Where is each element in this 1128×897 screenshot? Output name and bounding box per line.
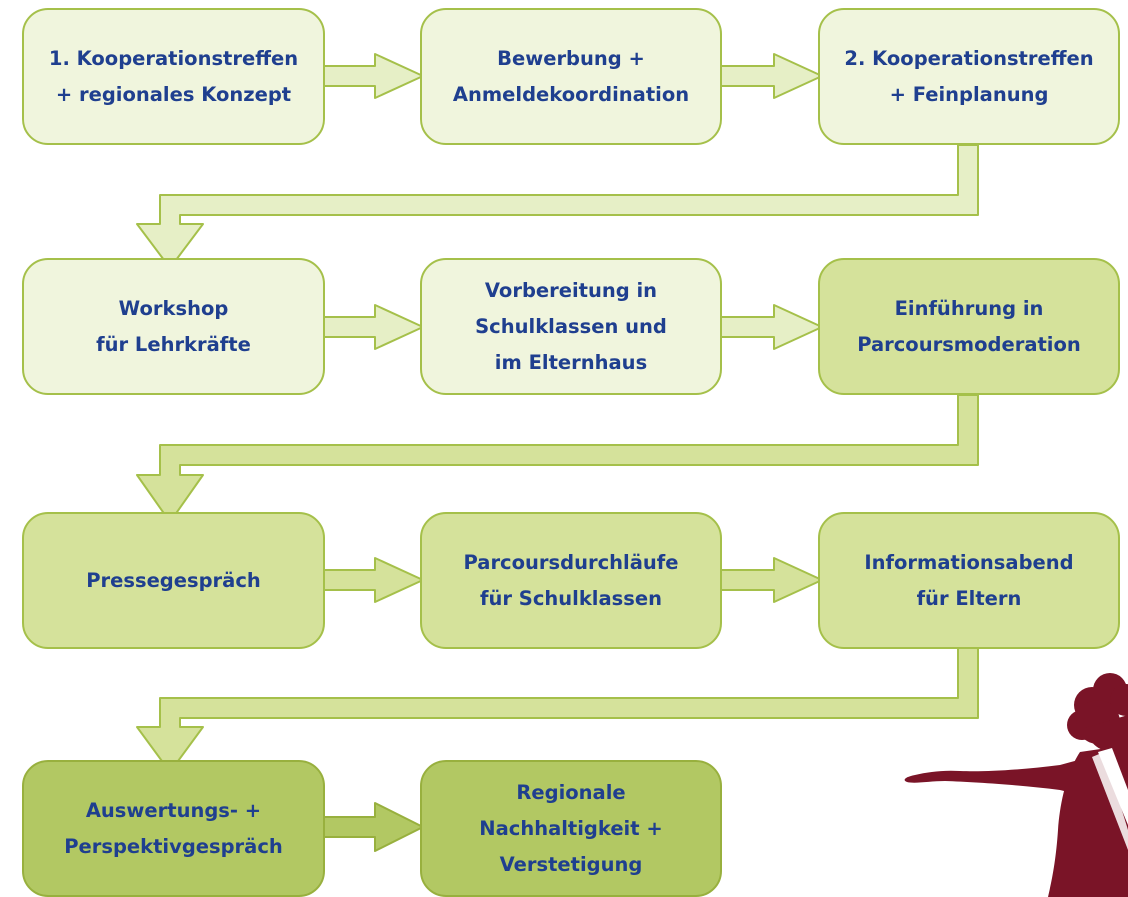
connector-down-left-arrow	[136, 394, 979, 523]
step-parcoursdurchlaeufe: Parcoursdurchläufe für Schulklassen	[420, 512, 722, 649]
arrow-right	[322, 557, 424, 603]
step-label: Auswertungs- + Perspektivgespräch	[64, 798, 283, 858]
step-label: 1. Kooperationstreffen + regionales Konz…	[48, 46, 299, 106]
arrow-right	[719, 53, 823, 99]
step-label: Regionale Nachhaltigkeit + Verstetigung	[479, 780, 663, 876]
step-vorbereitung: Vorbereitung in Schulklassen und im Elte…	[420, 258, 722, 395]
arrow-right	[719, 557, 823, 603]
step-kooperationstreffen-1: 1. Kooperationstreffen + regionales Konz…	[22, 8, 325, 145]
step-nachhaltigkeit: Regionale Nachhaltigkeit + Verstetigung	[420, 760, 722, 897]
arrow-right	[322, 304, 424, 350]
step-label: Einführung in Parcoursmoderation	[857, 296, 1081, 356]
step-kooperationstreffen-2: 2. Kooperationstreffen + Feinplanung	[818, 8, 1120, 145]
step-workshop: Workshop für Lehrkräfte	[22, 258, 325, 395]
step-label: Pressegespräch	[86, 568, 261, 592]
step-auswertung: Auswertungs- + Perspektivgespräch	[22, 760, 325, 897]
arrow-right	[719, 304, 823, 350]
step-label: Vorbereitung in Schulklassen und im Elte…	[475, 278, 667, 374]
step-label: Workshop für Lehrkräfte	[96, 296, 251, 356]
arrow-right	[322, 802, 424, 852]
step-label: Parcoursdurchläufe für Schulklassen	[463, 550, 679, 610]
connector-down-left-arrow	[136, 144, 979, 269]
step-label: Bewerbung + Anmeldekoordination	[452, 46, 690, 106]
connector-down-left-arrow	[136, 646, 979, 773]
step-einfuehrung: Einführung in Parcoursmoderation	[818, 258, 1120, 395]
step-label: 2. Kooperationstreffen + Feinplanung	[844, 46, 1094, 106]
step-bewerbung: Bewerbung + Anmeldekoordination	[420, 8, 722, 145]
step-pressegespraech: Pressegespräch	[22, 512, 325, 649]
step-label: Informationsabend für Eltern	[864, 550, 1074, 610]
step-informationsabend: Informationsabend für Eltern	[818, 512, 1120, 649]
arrow-right	[322, 53, 424, 99]
